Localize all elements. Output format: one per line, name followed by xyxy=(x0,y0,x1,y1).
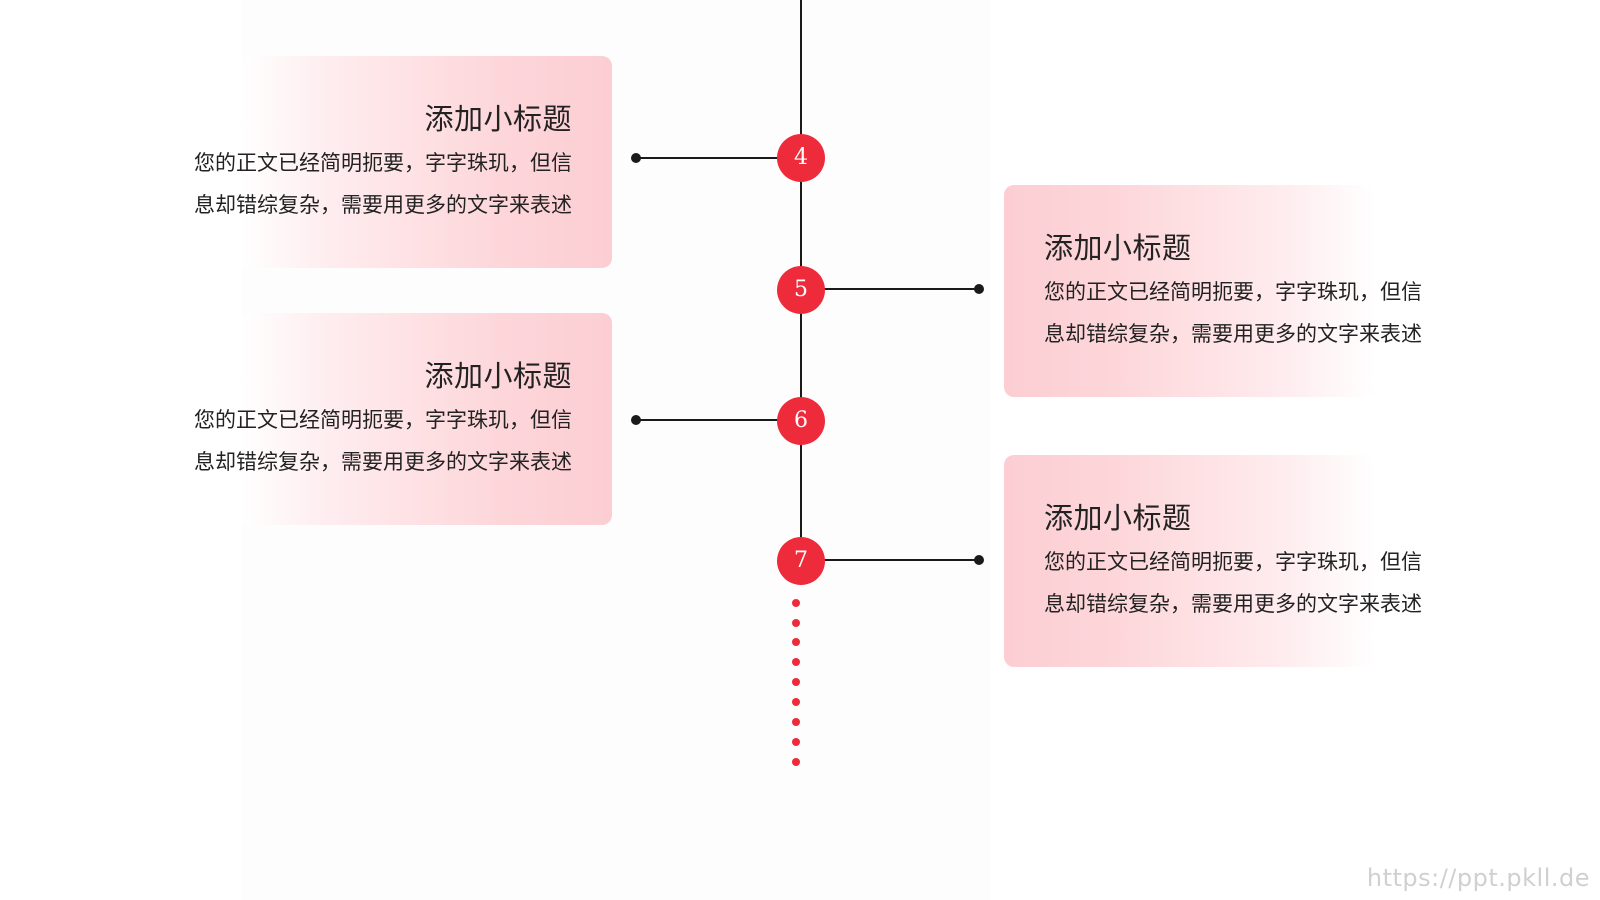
card-body-line: 您的正文已经简明扼要，字字珠玑，但信 xyxy=(1044,550,1422,574)
timeline-node-5: 5 xyxy=(777,266,825,314)
card-body-line: 您的正文已经简明扼要，字字珠玑，但信 xyxy=(194,151,572,175)
continuation-dot xyxy=(792,698,800,706)
watermark: https://ppt.pkll.de xyxy=(1366,864,1590,892)
card-body-line: 息却错综复杂，需要用更多的文字来表述 xyxy=(1044,322,1422,346)
timeline-card-4: 添加小标题 您的正文已经简明扼要，字字珠玑，但信 息却错综复杂，需要用更多的文字… xyxy=(194,56,612,268)
connector-line xyxy=(802,559,980,561)
card-body: 您的正文已经简明扼要，字字珠玑，但信 息却错综复杂，需要用更多的文字来表述 xyxy=(194,399,572,483)
connector-line xyxy=(802,288,980,290)
card-body-line: 息却错综复杂，需要用更多的文字来表述 xyxy=(194,193,572,217)
card-body-line: 您的正文已经简明扼要，字字珠玑，但信 xyxy=(1044,280,1422,304)
continuation-dot xyxy=(792,678,800,686)
continuation-dot xyxy=(792,718,800,726)
card-body-line: 您的正文已经简明扼要，字字珠玑，但信 xyxy=(194,408,572,432)
continuation-dot xyxy=(792,758,800,766)
card-title: 添加小标题 xyxy=(424,359,572,393)
card-body-line: 息却错综复杂，需要用更多的文字来表述 xyxy=(194,450,572,474)
connector-line xyxy=(636,157,800,159)
timeline-card-7: 添加小标题 您的正文已经简明扼要，字字珠玑，但信 息却错综复杂，需要用更多的文字… xyxy=(1004,455,1422,667)
timeline-node-7: 7 xyxy=(777,537,825,585)
continuation-dot xyxy=(792,638,800,646)
continuation-dot xyxy=(792,738,800,746)
continuation-dot xyxy=(792,658,800,666)
card-title: 添加小标题 xyxy=(424,102,572,136)
continuation-dot xyxy=(792,599,800,607)
connector-line xyxy=(636,419,800,421)
timeline-node-4: 4 xyxy=(777,134,825,182)
card-title: 添加小标题 xyxy=(1044,501,1192,535)
card-title: 添加小标题 xyxy=(1044,231,1192,265)
connector-end-dot xyxy=(974,555,984,565)
timeline-node-6: 6 xyxy=(777,397,825,445)
continuation-dot xyxy=(792,619,800,627)
card-body: 您的正文已经简明扼要，字字珠玑，但信 息却错综复杂，需要用更多的文字来表述 xyxy=(1044,271,1422,355)
timeline-card-5: 添加小标题 您的正文已经简明扼要，字字珠玑，但信 息却错综复杂，需要用更多的文字… xyxy=(1004,185,1422,397)
timeline-card-6: 添加小标题 您的正文已经简明扼要，字字珠玑，但信 息却错综复杂，需要用更多的文字… xyxy=(194,313,612,525)
card-body-line: 息却错综复杂，需要用更多的文字来表述 xyxy=(1044,592,1422,616)
connector-end-dot xyxy=(974,284,984,294)
card-body: 您的正文已经简明扼要，字字珠玑，但信 息却错综复杂，需要用更多的文字来表述 xyxy=(1044,541,1422,625)
card-body: 您的正文已经简明扼要，字字珠玑，但信 息却错综复杂，需要用更多的文字来表述 xyxy=(194,142,572,226)
